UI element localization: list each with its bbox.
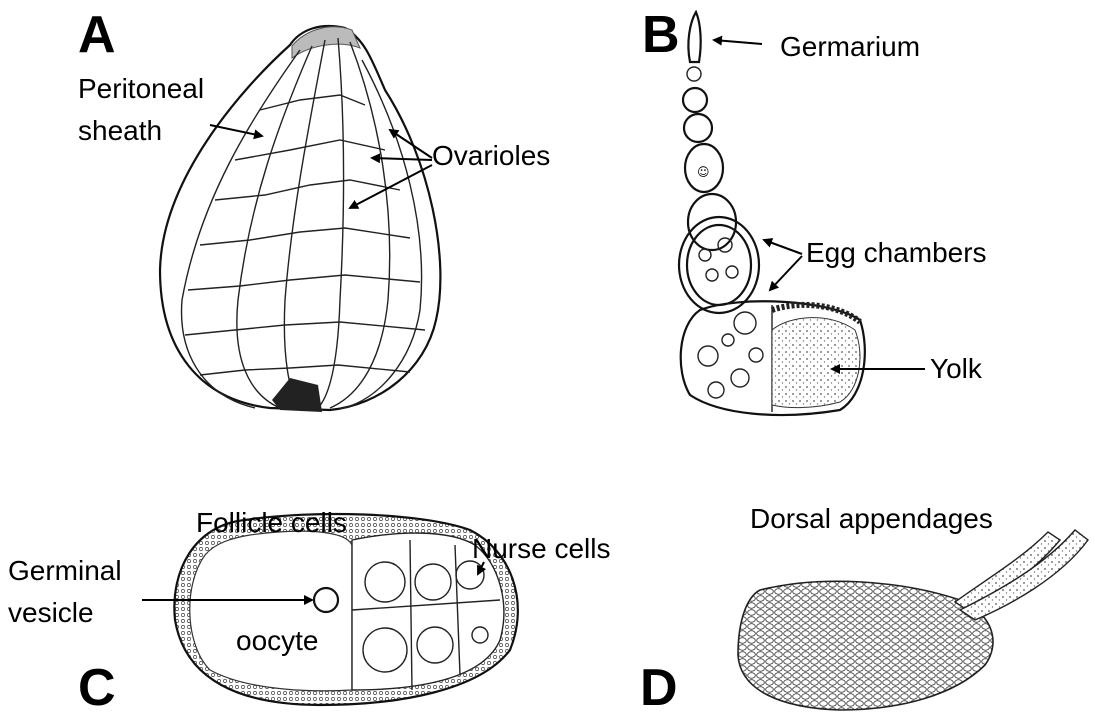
germarium-arrow: [714, 40, 762, 44]
dorsal-appendages-label: Dorsal appendages: [750, 503, 993, 534]
panel-d-egg: [738, 530, 1088, 710]
oocyte-label: oocyte: [236, 625, 319, 656]
egg-chambers-arrow-2: [770, 256, 802, 290]
germarium-label: Germarium: [780, 31, 920, 62]
panel-c-egg-chamber: [174, 514, 517, 705]
nurse-cells-label: Nurse cells: [472, 533, 610, 564]
panel-b-ovariole: ☺: [679, 12, 865, 415]
egg-chambers-arrow-1: [764, 240, 802, 254]
ovarioles-label: Ovarioles: [432, 140, 550, 171]
panel-c-letter: C: [78, 659, 116, 717]
germinal-vesicle-label-line2: vesicle: [8, 597, 94, 628]
peritoneal-sheath-label-line2: sheath: [78, 115, 162, 146]
svg-text:☺: ☺: [697, 165, 710, 179]
peritoneal-sheath-arrow: [210, 125, 262, 136]
yolk-label: Yolk: [930, 353, 983, 384]
panel-b-letter: B: [642, 6, 680, 64]
peritoneal-sheath-label-line1: Peritoneal: [78, 73, 204, 104]
ovarioles-arrow-3: [350, 165, 432, 208]
panel-d-letter: D: [640, 659, 678, 717]
panel-a-letter: A: [78, 6, 116, 64]
germinal-vesicle-label-line1: Germinal: [8, 555, 122, 586]
egg-chambers-label: Egg chambers: [806, 237, 987, 268]
ovarioles-arrow-1: [390, 130, 432, 158]
follicle-cells-label: Follicle cells: [196, 507, 347, 538]
ovarioles-arrow-2: [372, 158, 432, 160]
